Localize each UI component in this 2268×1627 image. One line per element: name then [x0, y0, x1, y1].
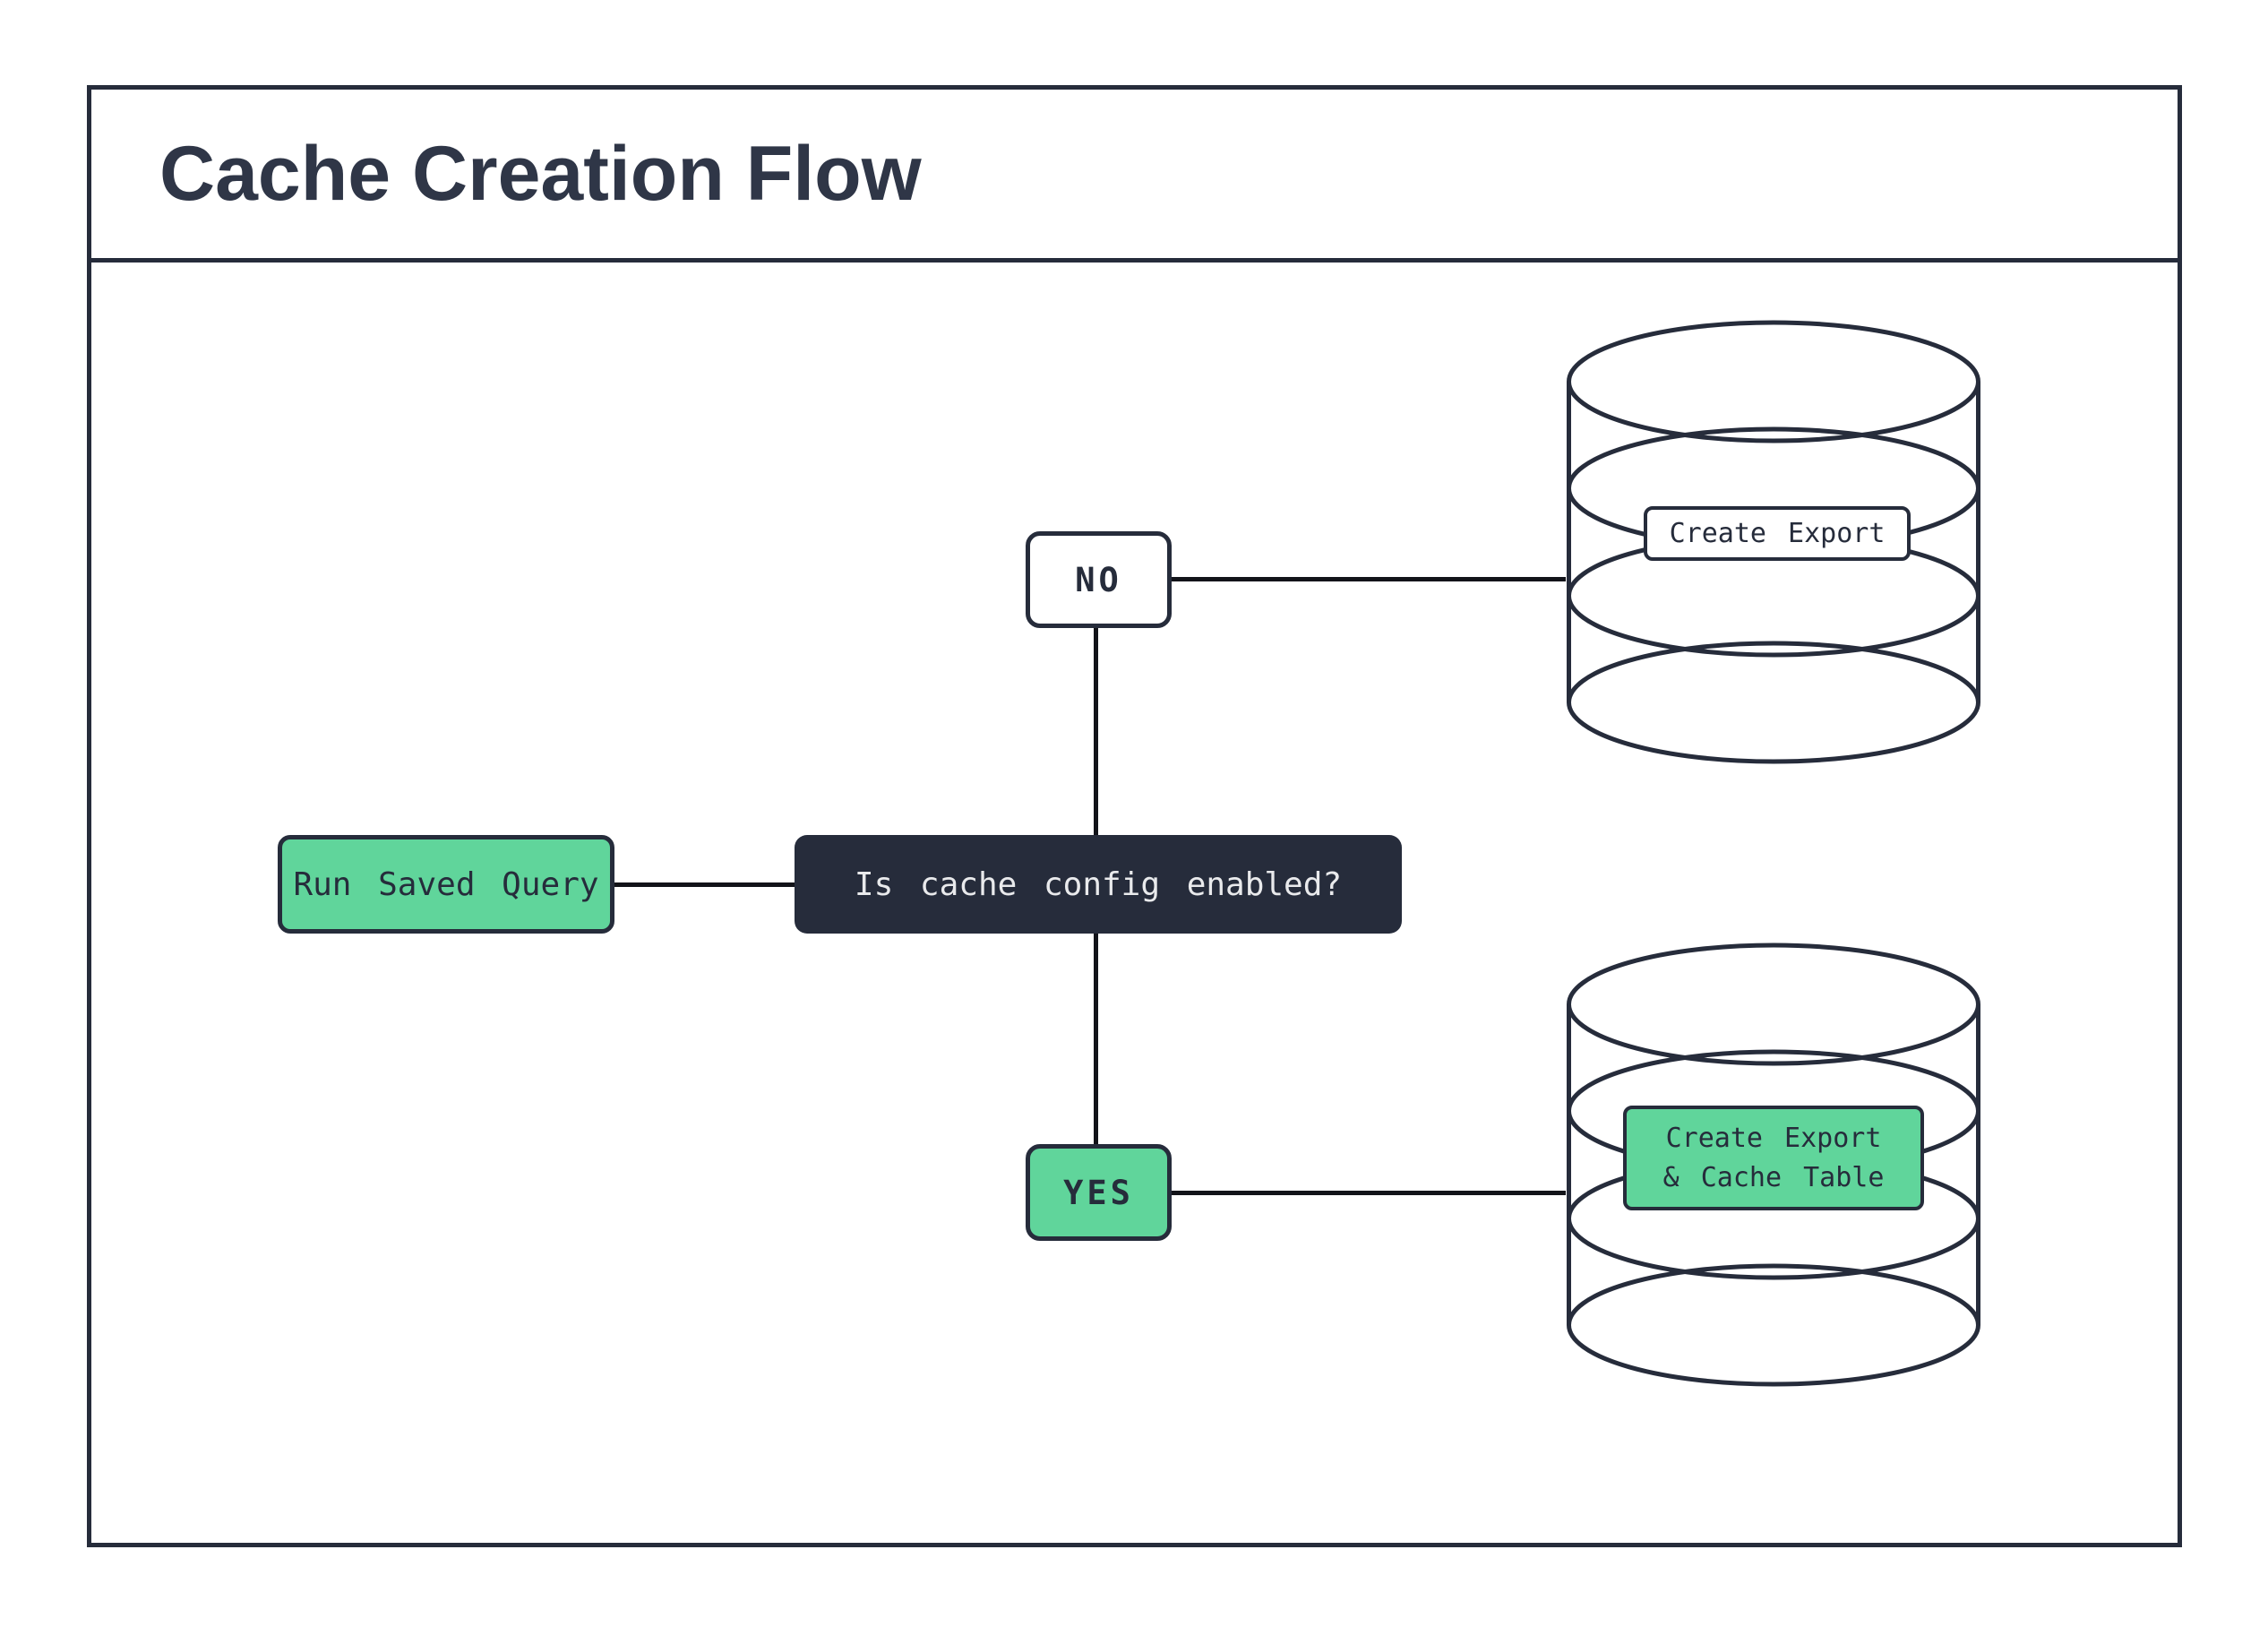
decision-node-label: Is cache config enabled? [854, 865, 1343, 903]
create-export-cache-table-label: Create Export & Cache Table [1623, 1106, 1924, 1210]
diagram-title: Cache Creation Flow [159, 130, 922, 217]
decision-node-cache-config: Is cache config enabled? [795, 835, 1402, 934]
no-branch-label: NO [1075, 560, 1122, 599]
connector-decision-to-no [1094, 627, 1098, 836]
yes-branch-label: YES [1063, 1173, 1134, 1212]
no-branch-node: NO [1026, 531, 1172, 628]
diagram-frame: Cache Creation Flow [87, 85, 2182, 1547]
yes-branch-node: YES [1026, 1144, 1172, 1241]
title-bar: Cache Creation Flow [91, 90, 2178, 263]
start-node-label: Run Saved Query [293, 865, 599, 903]
connector-yes-to-database [1172, 1191, 1566, 1195]
connector-decision-to-yes [1094, 934, 1098, 1145]
create-export-cache-table-line2: & Cache Table [1662, 1161, 1885, 1193]
connector-start-to-decision [614, 882, 795, 887]
create-export-label: Create Export [1644, 506, 1911, 561]
database-cylinder-icon-bottom [1567, 943, 1980, 1387]
connector-no-to-database [1172, 577, 1566, 581]
create-export-label-text: Create Export [1669, 517, 1886, 549]
start-node-run-saved-query: Run Saved Query [278, 835, 614, 934]
create-export-cache-table-line1: Create Export [1665, 1122, 1882, 1154]
